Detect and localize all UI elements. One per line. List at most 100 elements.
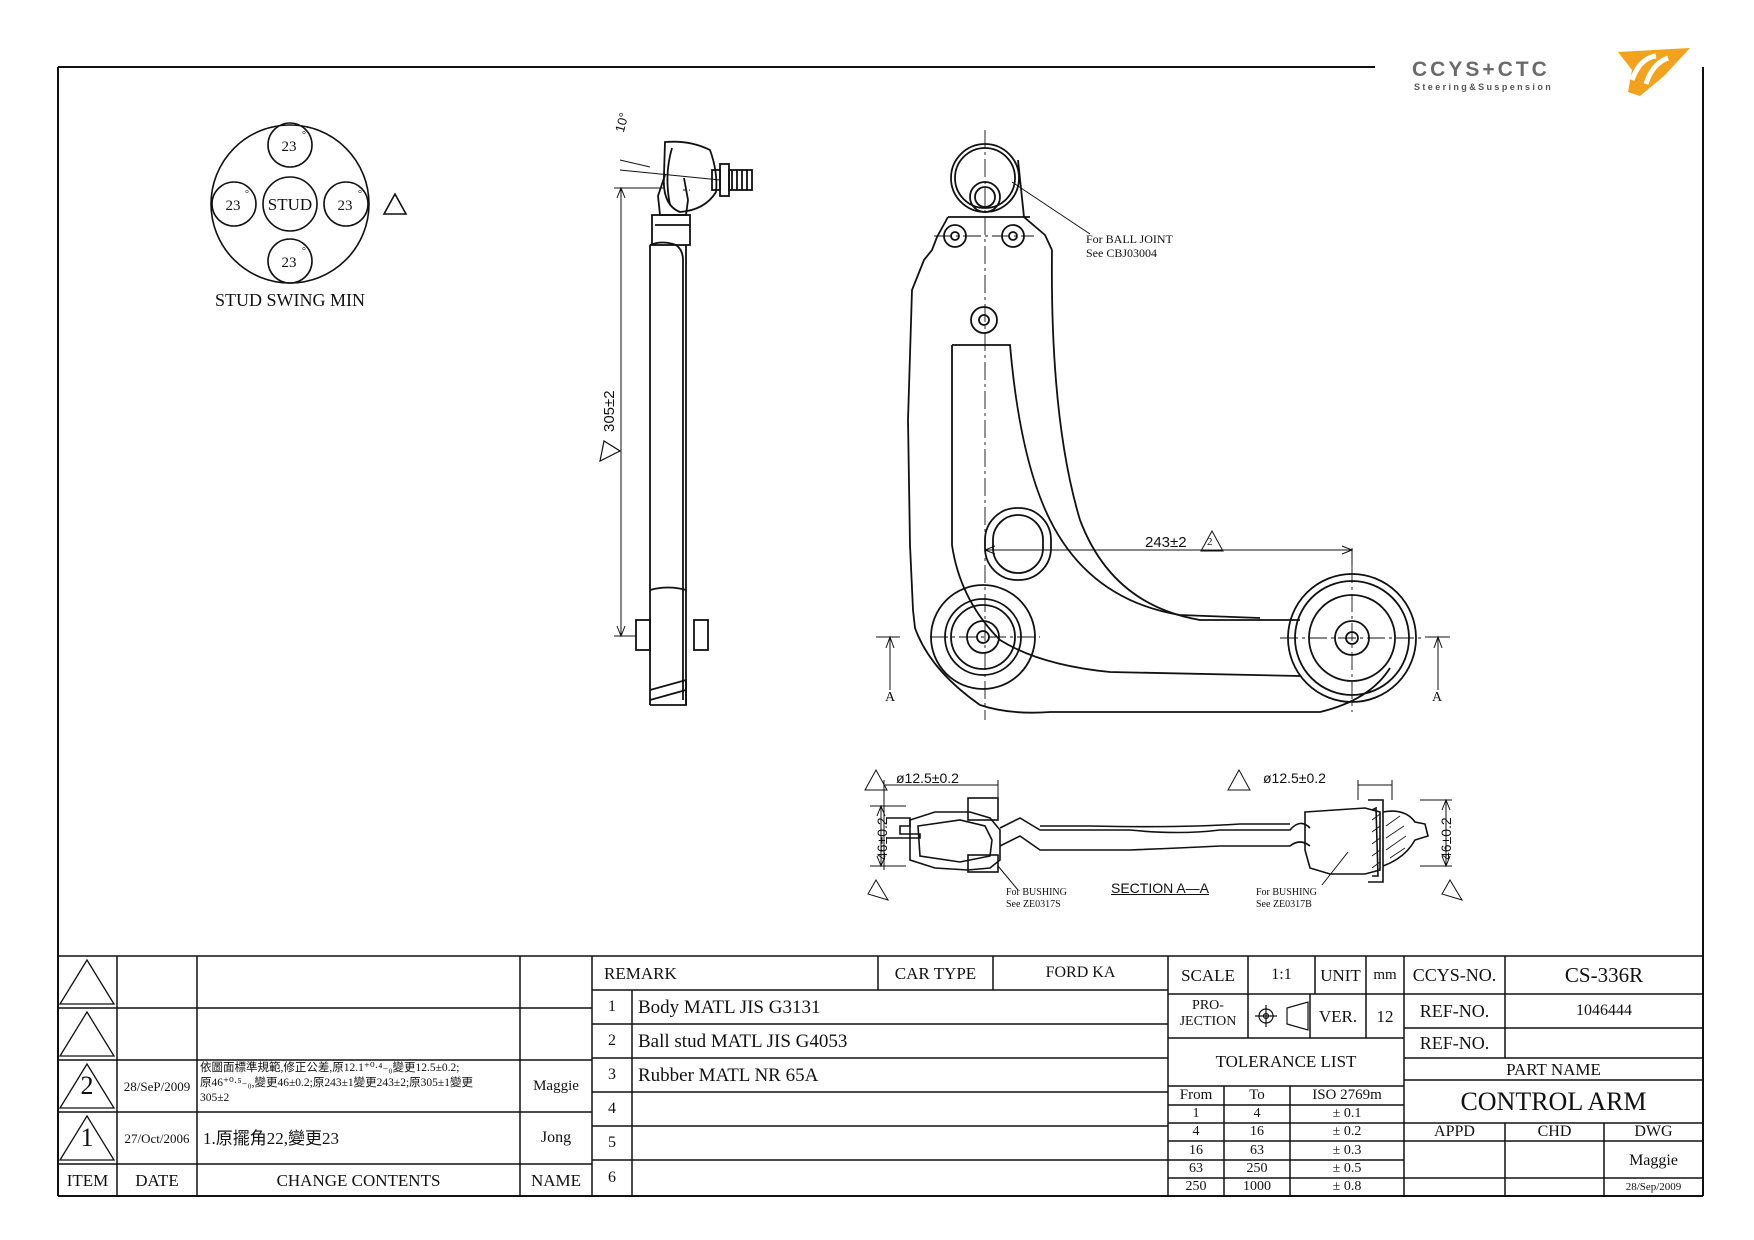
side-view — [599, 140, 753, 706]
projection-label: PRO- JECTION — [1168, 998, 1248, 1030]
projection-symbol-icon — [1255, 1001, 1309, 1031]
logo-brand: CCYS+CTC — [1412, 58, 1550, 81]
stud-angle-circle-bottom — [267, 238, 313, 284]
diameter-right: ø12.5±0.2 — [1263, 770, 1326, 786]
part-name-label: PART NAME — [1506, 1059, 1601, 1079]
dwg-name: Maggie — [1629, 1152, 1678, 1169]
section-marker-right: A — [1432, 690, 1443, 705]
remark-row-text — [632, 1092, 1168, 1126]
version-label: VER. — [1318, 1006, 1358, 1026]
ball-joint-note-line1: For BALL JOINT — [1086, 232, 1173, 246]
revision-item-number: 1 — [80, 1123, 94, 1152]
revision-triangle-number: 2 — [1207, 536, 1213, 548]
revision-triangle — [864, 768, 888, 791]
car-type-label: CAR TYPE — [894, 963, 977, 983]
revision-contents: 1.原擺角22,變更23 — [203, 1128, 339, 1148]
ref-no-label: REF-NO. — [1419, 1001, 1490, 1021]
ref-no-label-2: REF-NO. — [1419, 1033, 1490, 1053]
scale-value: 1:1 — [1271, 966, 1292, 983]
revision-contents-line: 原46⁺⁰·⁵₋₀,變更46±0.2;原243±1變更243±2;原305±1變… — [200, 1077, 473, 1089]
tolerance-value: ± 0.3 — [1332, 1142, 1362, 1158]
remark-row-number: 6 — [608, 1169, 616, 1186]
remark-row-text: Ball stud MATL JIS G4053 — [638, 1030, 848, 1052]
stud-angle-right: 23 — [337, 197, 353, 214]
revision-name: Jong — [540, 1129, 572, 1146]
tolerance-from: 1 — [1192, 1106, 1200, 1121]
plan-view — [876, 130, 1450, 720]
tolerance-to: 1000 — [1243, 1179, 1271, 1194]
tolerance-list-title: TOLERANCE LIST — [1215, 1051, 1357, 1071]
section-a-a — [864, 768, 1464, 901]
ref-no-value-2 — [1505, 1028, 1703, 1058]
revision-date: 27/Oct/2006 — [124, 1130, 190, 1146]
ref-no-value: 1046444 — [1576, 1002, 1632, 1019]
tolerance-from: 250 — [1185, 1179, 1207, 1194]
revision-triangle — [1441, 879, 1464, 901]
remark-row-text: Rubber MATL NR 65A — [638, 1064, 819, 1086]
revision-triangle — [867, 879, 890, 901]
remark-row-number: 5 — [608, 1134, 616, 1151]
tolerance-to: 4 — [1253, 1106, 1261, 1121]
chd-label: CHD — [1537, 1123, 1572, 1140]
plan-width-dimension: 243±2 — [1145, 534, 1187, 551]
remark-header: REMARK — [604, 963, 677, 983]
header-item: ITEM — [66, 1170, 109, 1190]
degree-mark: ° — [302, 130, 306, 141]
logo-mark — [1618, 48, 1690, 96]
degree-mark: ° — [358, 189, 362, 200]
revision-triangle — [1200, 529, 1224, 552]
degree-mark: ° — [245, 189, 249, 200]
tolerance-value: ± 0.2 — [1332, 1124, 1362, 1139]
side-length-dimension: 305±2 — [601, 390, 618, 432]
ball-joint-note: For BALL JOINT See CBJ03004 — [1086, 232, 1173, 260]
stud-angle-circle-right — [323, 181, 369, 227]
header-change-contents: CHANGE CONTENTS — [276, 1170, 441, 1190]
revision-triangle — [1227, 768, 1251, 791]
degree-mark: ° — [302, 246, 306, 257]
ball-joint-note-line2: See CBJ03004 — [1086, 246, 1158, 260]
logo-tagline: Steering&Suspension — [1414, 82, 1554, 92]
stud-angle-top: 23 — [281, 138, 297, 155]
bushing-note-right-line1: For BUSHING — [1256, 887, 1317, 898]
unit-label: UNIT — [1320, 965, 1361, 985]
stud-angle-circle-top — [267, 122, 313, 168]
height-left: 46±0.2 — [874, 817, 890, 860]
stud-center-label: STUD — [267, 194, 313, 214]
remark-row-text — [632, 1126, 1168, 1160]
version-value: 12 — [1376, 1006, 1394, 1026]
tolerance-to: 250 — [1246, 1161, 1268, 1176]
stud-swing-diagram — [210, 122, 408, 284]
part-name-value: CONTROL ARM — [1460, 1086, 1647, 1116]
tolerance-value: ± 0.8 — [1332, 1179, 1362, 1194]
projection-label-line2: JECTION — [1179, 1014, 1237, 1029]
bushing-note-right-line2: See ZE0317B — [1256, 899, 1312, 910]
tolerance-value: ± 0.1 — [1332, 1106, 1362, 1121]
bushing-note-left: For BUSHING See ZE0317S — [1006, 887, 1067, 911]
revision-name: Maggie — [533, 1077, 579, 1094]
unit-value: mm — [1373, 966, 1397, 983]
remark-row-number: 4 — [608, 1100, 616, 1117]
bushing-note-left-line2: See ZE0317S — [1006, 899, 1061, 910]
ccys-no-label: CCYS-NO. — [1412, 965, 1497, 985]
height-right: 46±0.2 — [1438, 817, 1454, 860]
scale-label: SCALE — [1181, 965, 1235, 985]
dwg-date: 28/Sep/2009 — [1625, 1180, 1682, 1193]
diameter-left: ø12.5±0.2 — [896, 770, 959, 786]
header-date: DATE — [135, 1170, 179, 1190]
revision-triangle — [599, 440, 622, 463]
dwg-label: DWG — [1634, 1123, 1673, 1140]
tolerance-value: ± 0.5 — [1332, 1161, 1362, 1176]
remark-row-number: 1 — [608, 998, 616, 1015]
header-name: NAME — [530, 1170, 582, 1190]
stud-swing-caption: STUD SWING MIN — [215, 290, 365, 310]
section-marker-left: A — [885, 690, 896, 705]
appd-label: APPD — [1434, 1123, 1475, 1140]
revision-item-number: 2 — [80, 1071, 94, 1100]
revision-date: 28/SeP/2009 — [123, 1078, 191, 1094]
tolerance-header-to: To — [1249, 1087, 1265, 1103]
revision-triangle — [382, 192, 408, 215]
stud-angle-left: 23 — [225, 197, 241, 214]
section-title: SECTION A—A — [1111, 880, 1210, 896]
bushing-note-left-line1: For BUSHING — [1006, 887, 1067, 898]
